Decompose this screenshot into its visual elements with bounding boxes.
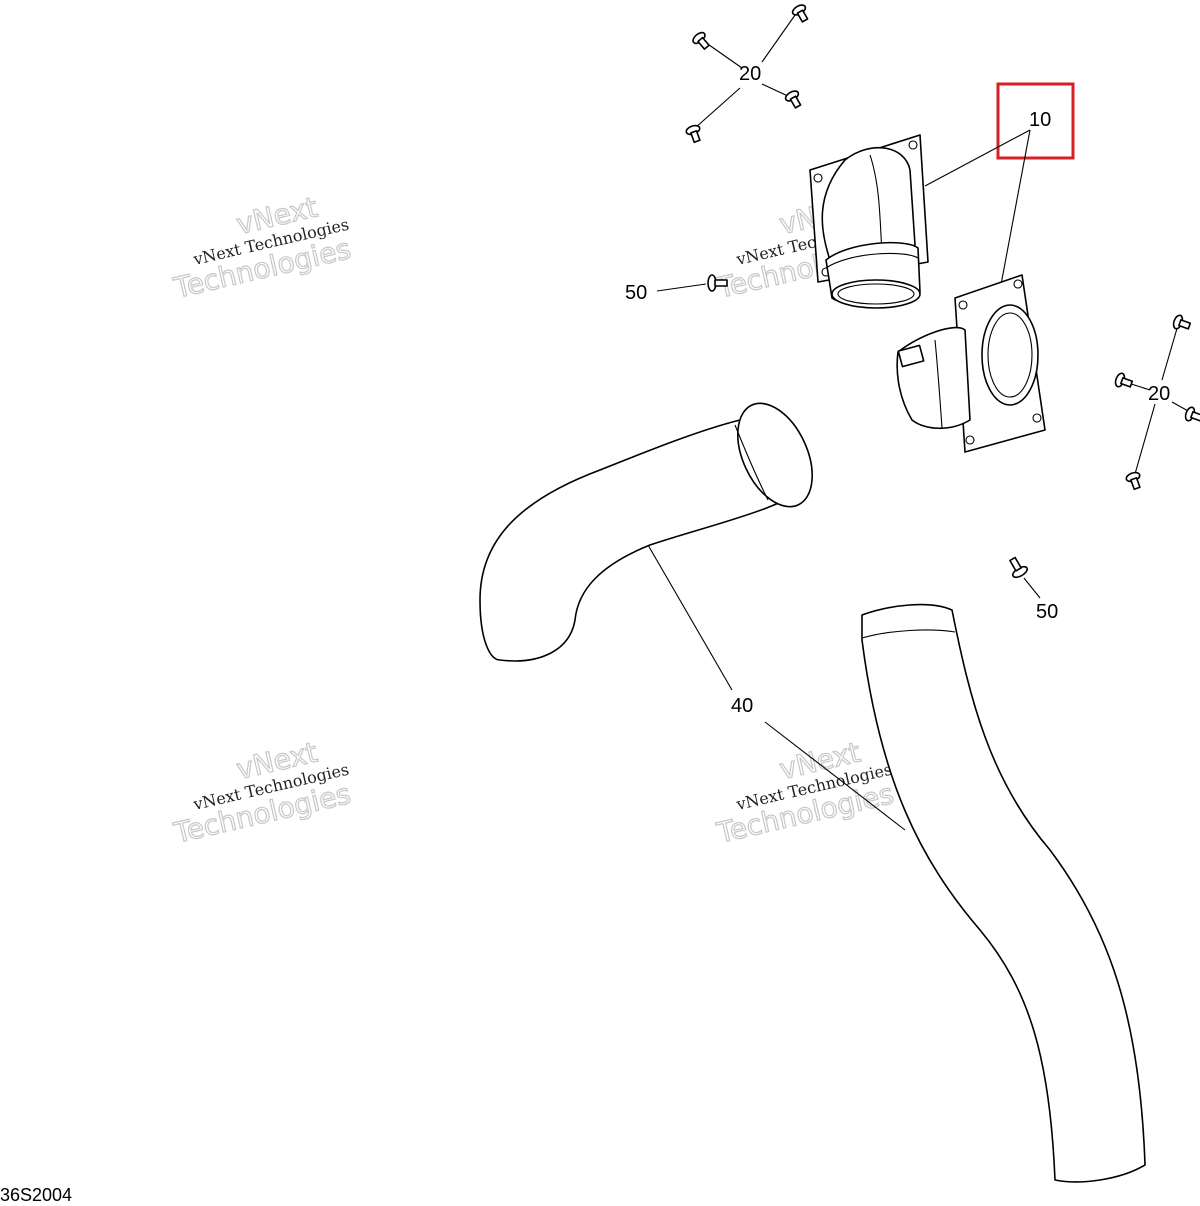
callout-20-right: 20	[1148, 383, 1170, 405]
callout-10: 10	[1029, 109, 1051, 131]
watermark: vNext Technologies vNext Technologies	[713, 735, 898, 851]
elbow-adapter-upper	[809, 134, 929, 309]
screw-icon	[707, 274, 728, 292]
highlight-box	[996, 82, 1075, 160]
bolt-icon	[1114, 372, 1134, 388]
screw-icon	[1009, 556, 1029, 579]
drawing-code: 36S2004	[0, 1185, 72, 1205]
callout-40: 40	[731, 695, 753, 717]
callout-20-top: 20	[739, 63, 761, 85]
hose-upper	[479, 402, 813, 662]
screw-right: 50	[1009, 556, 1058, 623]
bolt-icon	[685, 124, 701, 144]
bolt-icon	[784, 90, 802, 109]
hose-lower	[861, 603, 1146, 1183]
bolt-cluster-right: 20	[1114, 314, 1200, 491]
bolt-icon	[1184, 406, 1200, 422]
callout-50-right: 50	[1036, 601, 1058, 623]
bolt-icon	[791, 4, 809, 23]
bolt-icon	[1125, 471, 1141, 491]
bolt-icon	[692, 31, 710, 50]
watermark: vNext Technologies vNext Technologies	[170, 735, 355, 851]
callout-50-left: 50	[625, 282, 647, 304]
bolt-icon	[1172, 314, 1192, 330]
screw-left: 50	[625, 274, 728, 304]
bolt-cluster-top: 20	[685, 4, 809, 144]
watermark: vNext Technologies vNext Technologies	[170, 190, 355, 306]
elbow-adapter-lower	[896, 274, 1046, 453]
